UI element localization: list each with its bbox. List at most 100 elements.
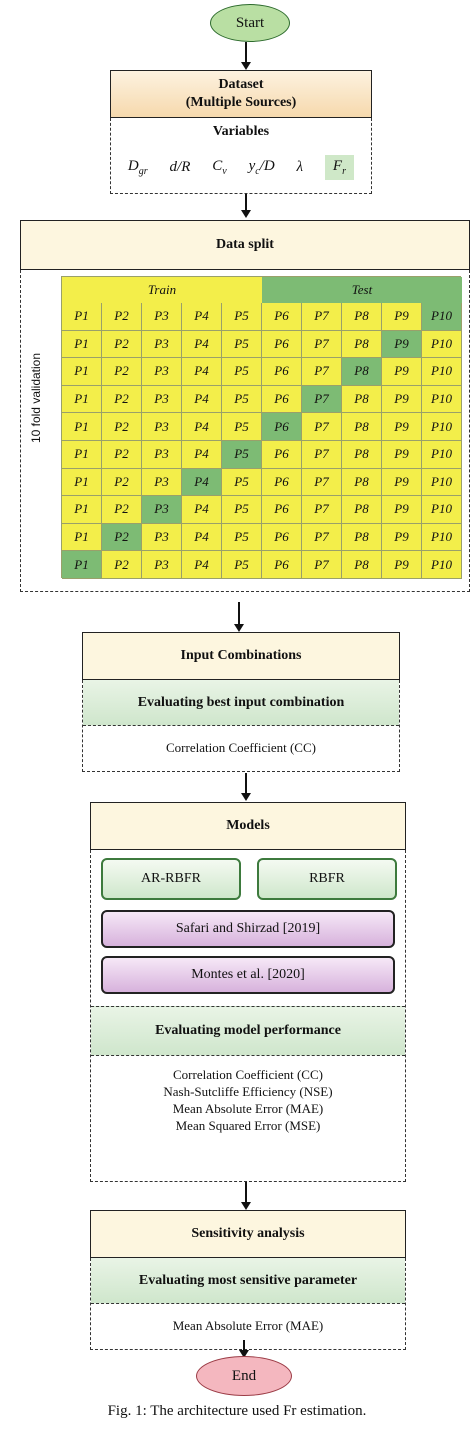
grid-cell-r4-p2: P2 [102, 385, 142, 414]
grid-cell-r5-p2: P2 [102, 413, 142, 441]
grid-cell-r6-p3: P3 [142, 441, 182, 469]
grid-cell-r3-p5: P5 [222, 358, 262, 386]
grid-cell-r2-p7: P7 [302, 330, 342, 359]
grid-cell-r3-p7: P7 [302, 358, 342, 386]
grid-cell-r3-p9: P9 [382, 358, 422, 386]
grid-cell-r1-p2: P2 [102, 303, 142, 331]
grid-cell-r9-p1: P1 [62, 523, 102, 552]
arrow-head [241, 62, 251, 70]
grid-cell-r3-p1: P1 [62, 358, 102, 386]
grid-cell-r10-p6: P6 [262, 551, 302, 579]
grid-cell-r4-p5: P5 [222, 385, 262, 414]
grid-cell-r6-p9: P9 [382, 441, 422, 469]
input-evaluating-text: Evaluating best input combination [137, 694, 345, 710]
model-evaluating-band: Evaluating model performance [91, 1006, 405, 1056]
grid-cell-r8-p2: P2 [102, 496, 142, 524]
grid-cell-r5-p5: P5 [222, 413, 262, 441]
grid-cell-r4-p10: P10 [422, 385, 462, 414]
grid-cell-r6-p4: P4 [182, 441, 222, 469]
grid-cell-r10-p1: P1 [62, 551, 102, 579]
grid-cell-r5-p4: P4 [182, 413, 222, 441]
var-ycd: yc/D [248, 157, 275, 177]
grid-cell-r4-p7: P7 [302, 385, 342, 414]
grid-cell-r2-p4: P4 [182, 330, 222, 359]
arrow-start-dataset [245, 42, 247, 66]
variables-panel: Variables Dgr d/R Cv yc/D λ Fr [110, 118, 372, 194]
grid-cell-r3-p2: P2 [102, 358, 142, 386]
sensitivity-box: Sensitivity analysis [90, 1210, 406, 1258]
grid-cell-r10-p10: P10 [422, 551, 462, 579]
grid-cell-r2-p8: P8 [342, 330, 382, 359]
grid-cell-r1-p9: P9 [382, 303, 422, 331]
grid-cell-r10-p5: P5 [222, 551, 262, 579]
grid-cell-r2-p1: P1 [62, 330, 102, 359]
grid-cell-r6-p1: P1 [62, 441, 102, 469]
var-fr: Fr [324, 154, 354, 180]
train-header: Train [62, 277, 262, 303]
metric-mse: Mean Squared Error (MSE) [175, 1118, 321, 1133]
grid-cell-r7-p2: P2 [102, 468, 142, 497]
grid-cell-r7-p6: P6 [262, 468, 302, 497]
grid-cell-r7-p8: P8 [342, 468, 382, 497]
dataset-subtitle: (Multiple Sources) [185, 95, 297, 110]
grid-cell-r7-p7: P7 [302, 468, 342, 497]
arrow-dataset-split [245, 194, 247, 214]
metric-mae: Mean Absolute Error (MAE) [172, 1101, 324, 1116]
grid-cell-r7-p10: P10 [422, 468, 462, 497]
arrow-head [234, 624, 244, 632]
grid-cell-r5-p10: P10 [422, 413, 462, 441]
grid-cell-r10-p7: P7 [302, 551, 342, 579]
sensitivity-metric-text: Mean Absolute Error (MAE) [172, 1318, 324, 1333]
grid-cell-r2-p6: P6 [262, 330, 302, 359]
grid-cell-r3-p10: P10 [422, 358, 462, 386]
variables-heading: Variables [212, 124, 270, 139]
grid-cell-r8-p8: P8 [342, 496, 382, 524]
grid-cell-r8-p6: P6 [262, 496, 302, 524]
grid-cell-r6-p6: P6 [262, 441, 302, 469]
safari-reference: Safari and Shirzad [2019] [101, 910, 395, 948]
grid-cell-r10-p3: P3 [142, 551, 182, 579]
models-panel: AR-RBFR RBFR Safari and Shirzad [2019] M… [90, 850, 406, 1182]
grid-cell-r8-p4: P4 [182, 496, 222, 524]
safari-reference-label: Safari and Shirzad [2019] [175, 921, 321, 936]
input-evaluating-band: Evaluating best input combination [83, 680, 399, 726]
data-split-header: Data split [20, 220, 470, 270]
start-node: Start [210, 4, 290, 42]
grid-cell-r2-p3: P3 [142, 330, 182, 359]
arrow-models-sensitivity [245, 1182, 247, 1206]
grid-cell-r5-p7: P7 [302, 413, 342, 441]
grid-cell-r1-p8: P8 [342, 303, 382, 331]
input-metric-row: Correlation Coefficient (CC) [83, 726, 399, 770]
grid-cell-r5-p9: P9 [382, 413, 422, 441]
end-node: End [196, 1356, 292, 1396]
grid-cell-r5-p1: P1 [62, 413, 102, 441]
grid-cell-r7-p1: P1 [62, 468, 102, 497]
arrow-head [241, 793, 251, 801]
grid-cell-r8-p1: P1 [62, 496, 102, 524]
grid-cell-r9-p7: P7 [302, 523, 342, 552]
grid-cell-r6-p5: P5 [222, 441, 262, 469]
grid-cell-r8-p7: P7 [302, 496, 342, 524]
grid-cell-r8-p5: P5 [222, 496, 262, 524]
grid-cell-r5-p8: P8 [342, 413, 382, 441]
grid-cell-r9-p2: P2 [102, 523, 142, 552]
grid-cell-r1-p7: P7 [302, 303, 342, 331]
grid-cell-r1-p10: P10 [422, 303, 462, 331]
var-dr: d/R [169, 158, 191, 175]
end-label: End [231, 1367, 257, 1384]
grid-cell-r10-p4: P4 [182, 551, 222, 579]
ar-rbfr-button: AR-RBFR [101, 858, 241, 900]
grid-cell-r2-p9: P9 [382, 330, 422, 359]
grid-cell-r3-p6: P6 [262, 358, 302, 386]
grid-cell-r4-p6: P6 [262, 385, 302, 414]
grid-cell-r4-p9: P9 [382, 385, 422, 414]
model-metrics-list: Correlation Coefficient (CC) Nash-Sutcli… [91, 1066, 405, 1134]
grid-cell-r6-p7: P7 [302, 441, 342, 469]
arrow-head [241, 210, 251, 218]
grid-cell-r5-p3: P3 [142, 413, 182, 441]
grid-cell-r4-p1: P1 [62, 385, 102, 414]
sensitivity-title: Sensitivity analysis [191, 1226, 305, 1241]
rbfr-label: RBFR [309, 871, 345, 886]
